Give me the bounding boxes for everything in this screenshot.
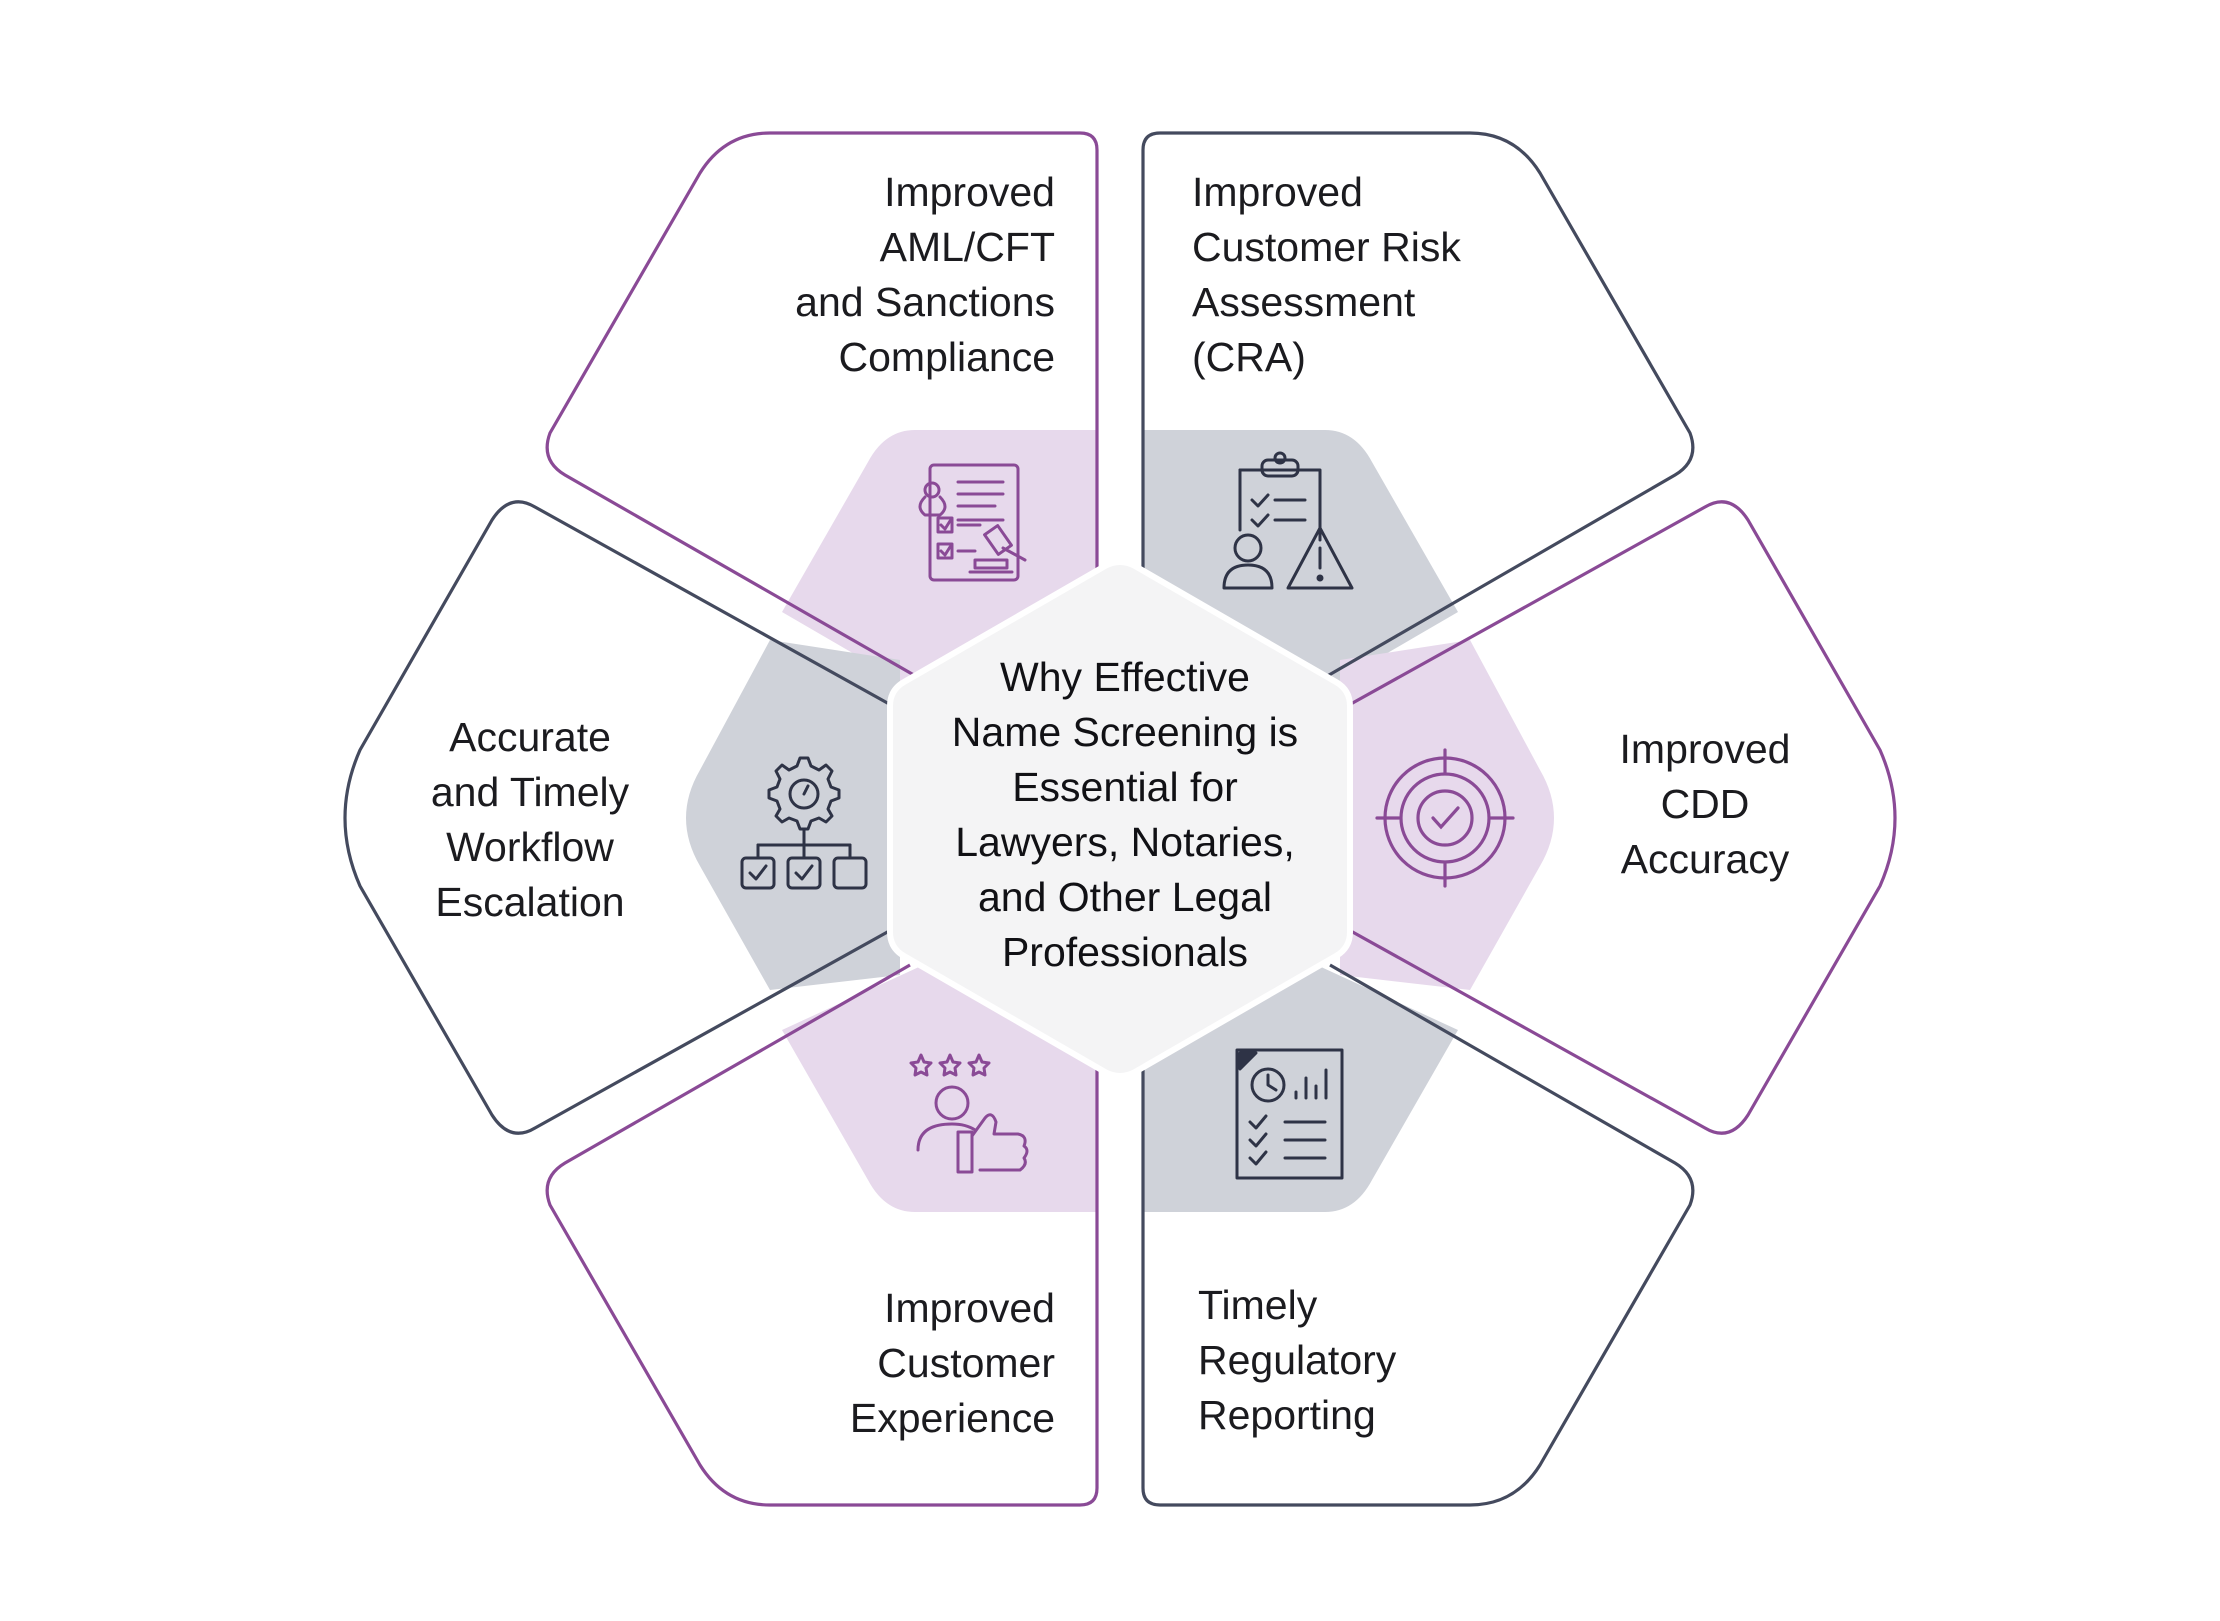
legal-compliance-icon xyxy=(918,463,1027,582)
risk-assessment-icon xyxy=(1222,451,1354,590)
workflow-icon xyxy=(740,756,868,890)
petal-top-right xyxy=(1141,131,1695,860)
target-icon xyxy=(1375,748,1515,888)
customer-satisfaction-icon xyxy=(909,1053,1029,1174)
report-icon xyxy=(1235,1048,1344,1180)
segment-label-top-right: Improved Customer Risk Assessment (CRA) xyxy=(1192,169,1461,380)
petal-top-left xyxy=(545,131,1099,860)
segment-label-bottom-left: Improved Customer Experience xyxy=(849,1285,1055,1441)
inner-fill-left xyxy=(686,640,900,990)
segment-label-left: Accurate and Timely Workflow Escalation xyxy=(430,714,630,925)
petal-bottom-left xyxy=(545,963,1099,1507)
segment-label-right: Improved CDD Accuracy xyxy=(1619,726,1791,882)
segment-label-top-left: Improved AML/CFT and Sanctions Complianc… xyxy=(795,169,1055,380)
inner-fill-right xyxy=(1340,640,1554,990)
petal-bottom-right xyxy=(1141,963,1695,1507)
outer-petals xyxy=(343,131,1897,1507)
segment-label-bottom-right: Timely Regulatory Reporting xyxy=(1198,1282,1397,1438)
center-hexagon xyxy=(887,559,1353,1079)
center-title: Why Effective Name Screening is Essentia… xyxy=(951,654,1299,975)
petal-right xyxy=(1339,500,1897,1135)
petal-left xyxy=(343,500,901,1135)
